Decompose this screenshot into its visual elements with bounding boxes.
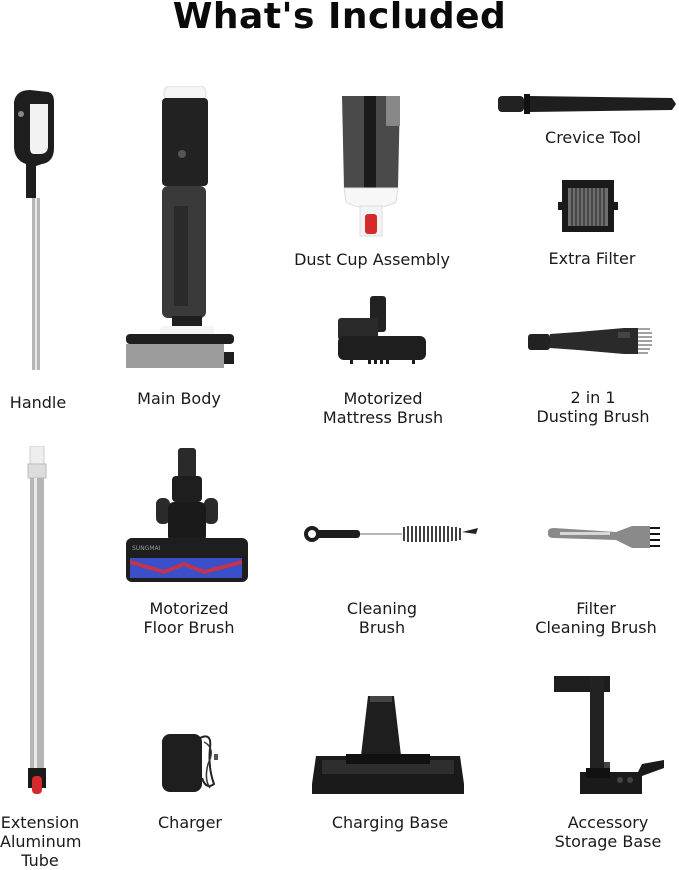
item-label-charging-base: Charging Base	[331, 813, 449, 832]
floor-brush-image: SUNGMAI	[124, 446, 250, 586]
dust-cup-image	[340, 92, 402, 242]
item-label-extra-filter: Extra Filter	[548, 249, 636, 268]
dusting-brush-image	[528, 326, 654, 356]
item-label-filter-cleaning-brush: Filter Cleaning Brush	[535, 599, 657, 637]
item-label-accessory-storage-base: Accessory Storage Base	[554, 813, 662, 851]
brand-text: SUNGMAI	[132, 545, 161, 552]
mattress-brush-image	[336, 294, 428, 366]
crevice-tool-image	[496, 92, 678, 116]
charger-image	[160, 728, 224, 796]
item-label-floor-brush: Motorized Floor Brush	[143, 599, 235, 637]
accessory-storage-base-image	[550, 676, 668, 796]
extension-tube-image	[24, 446, 50, 798]
item-label-handle: Handle	[9, 393, 67, 412]
extra-filter-image	[558, 178, 618, 234]
item-label-extension-tube: Extension Aluminum Tube	[0, 813, 82, 870]
item-label-mattress-brush: Motorized Mattress Brush	[322, 389, 444, 427]
handle-image	[8, 88, 56, 372]
item-label-cleaning-brush: Cleaning Brush	[346, 599, 418, 637]
page-title: What's Included	[172, 0, 507, 37]
item-label-main-body: Main Body	[137, 389, 221, 408]
main-body-image	[120, 86, 244, 370]
item-label-charger: Charger	[158, 813, 222, 832]
item-label-dusting-brush: 2 in 1 Dusting Brush	[536, 388, 650, 426]
filter-cleaning-brush-image	[546, 524, 662, 550]
cleaning-brush-image	[304, 524, 482, 544]
item-label-crevice-tool: Crevice Tool	[545, 128, 641, 147]
item-label-dust-cup: Dust Cup Assembly	[294, 250, 450, 269]
charging-base-image	[310, 694, 466, 798]
